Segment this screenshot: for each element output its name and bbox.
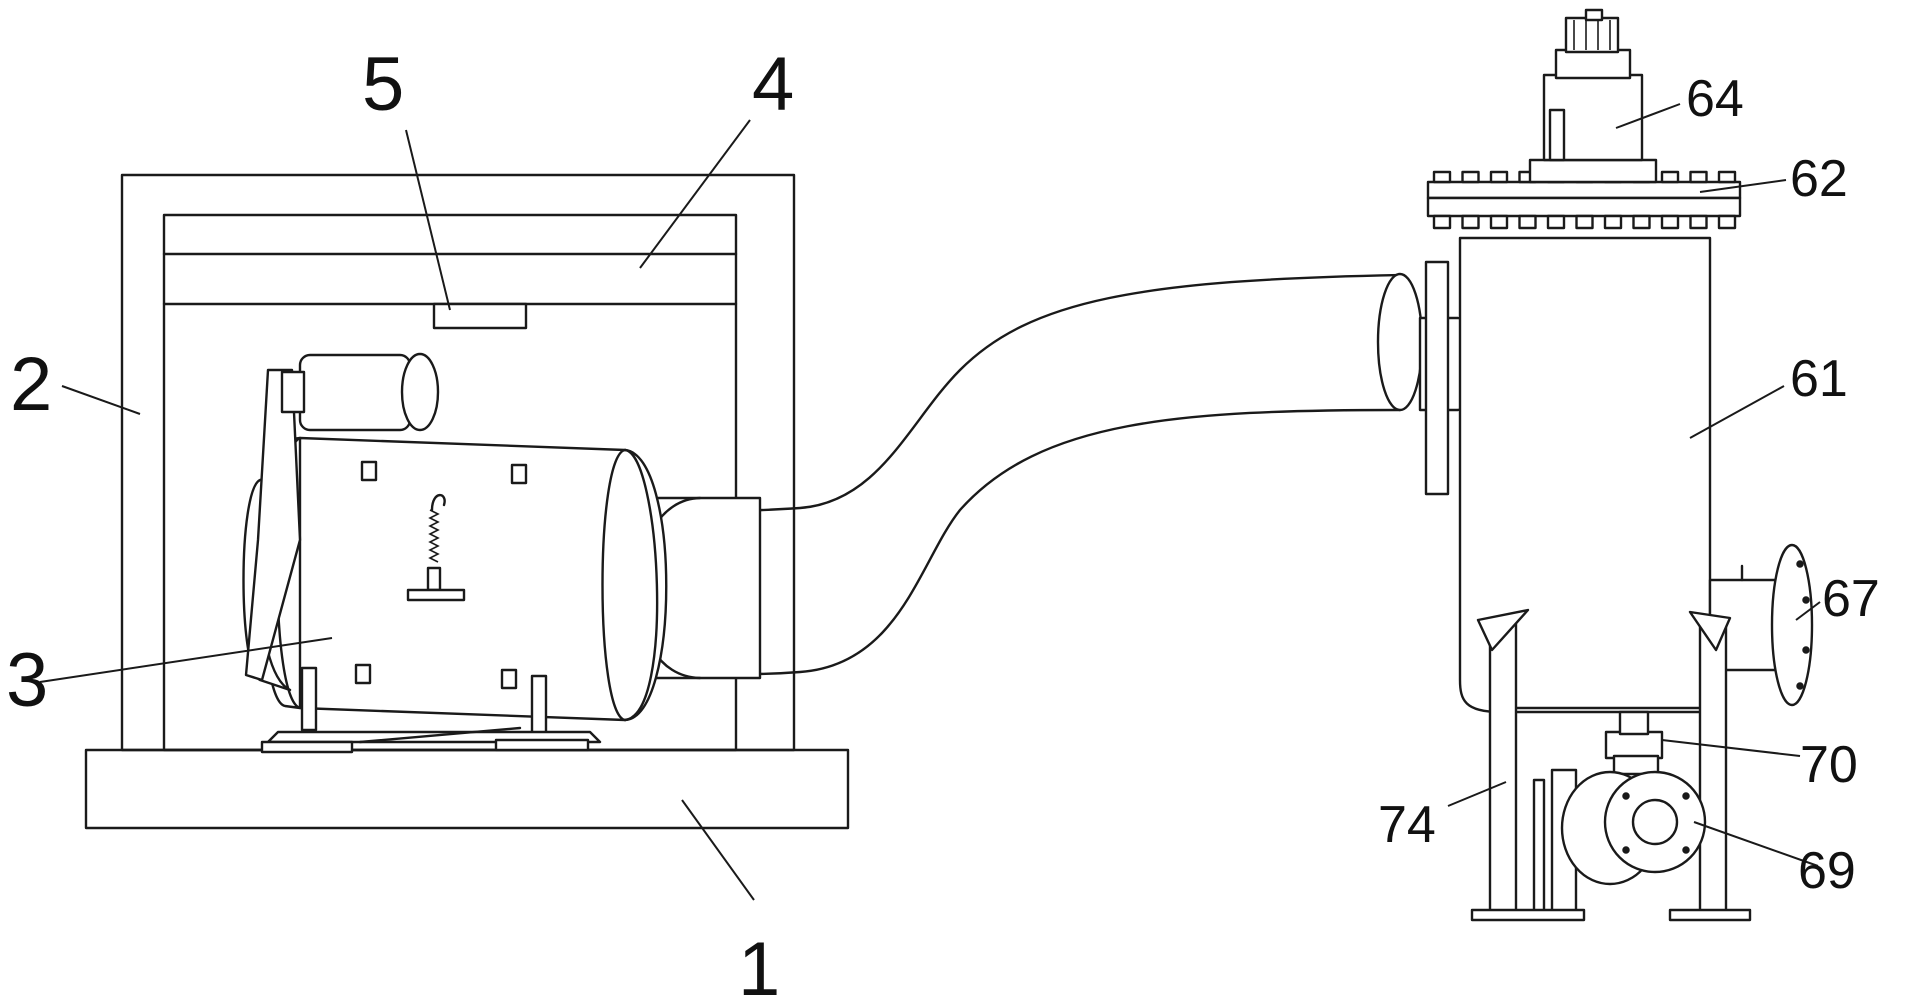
flange-bolt	[1689, 214, 1708, 230]
filter-vessel	[1418, 236, 1814, 714]
flange-nut	[1461, 170, 1480, 184]
base-plate	[84, 748, 850, 830]
callout-5: 5	[362, 42, 404, 127]
drive-motor	[1528, 8, 1658, 184]
callout-1: 1	[738, 927, 780, 1005]
flange-nut	[1660, 170, 1680, 184]
flange-bolt	[1489, 214, 1509, 230]
flange-nut	[1432, 170, 1452, 184]
flange-bolt	[1432, 214, 1452, 230]
callout-labels: 1 2 3 4 5 61 62 64 67 69 70 74	[6, 42, 1880, 1005]
callout-4: 4	[752, 42, 794, 127]
flange-bolt	[1575, 214, 1594, 230]
flange-bolt	[1717, 214, 1737, 230]
flange-bolt	[1660, 214, 1680, 230]
drain-valve	[1560, 710, 1707, 886]
callout-67: 67	[1822, 570, 1880, 628]
flange-bolt	[1632, 214, 1651, 230]
callout-3: 3	[6, 638, 48, 723]
flange-bolt	[1461, 214, 1480, 230]
enclosure-frame	[120, 173, 796, 752]
top-flange	[1426, 170, 1742, 230]
flange-nut	[1689, 170, 1708, 184]
callout-2: 2	[10, 342, 52, 427]
sensor-block	[432, 302, 528, 330]
flange-nut	[1489, 170, 1509, 184]
pump-unit	[242, 352, 762, 754]
callout-62: 62	[1790, 150, 1848, 208]
callout-74: 74	[1378, 796, 1436, 854]
flange-bolt	[1518, 214, 1537, 230]
top-beam	[162, 252, 738, 306]
flange-bolt	[1546, 214, 1566, 230]
flange-nut	[1717, 170, 1737, 184]
callout-64: 64	[1686, 70, 1744, 128]
flange-bolt	[1603, 214, 1623, 230]
callout-70: 70	[1800, 736, 1858, 794]
callout-69: 69	[1798, 842, 1856, 900]
leader-lines	[39, 103, 1821, 901]
callout-61: 61	[1790, 350, 1848, 408]
